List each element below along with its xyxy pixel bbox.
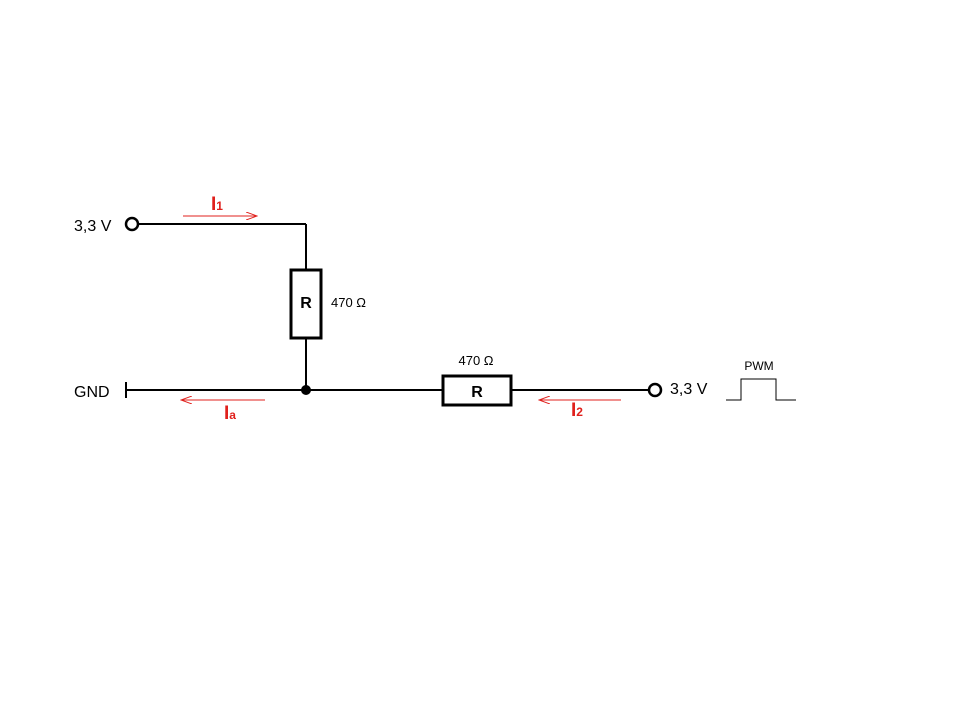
pwm-label: PWM [744,359,773,373]
resistor-vertical-body [289,268,323,340]
resistor-horizontal-body [441,374,513,407]
current-ia-label: Ia [224,403,236,424]
resistor-horizontal-value: 470 Ω [458,353,493,368]
pwm-waveform [726,378,796,401]
current-i2-label: I2 [571,400,583,421]
current-ia: Ia [181,400,265,424]
wires [125,223,648,398]
ground-label: GND [74,384,110,401]
current-i1-label: I1 [211,194,223,215]
resistor-horizontal-letter: R [471,384,483,401]
supply-right-label: 3,3 V [670,381,708,398]
resistor-horizontal: R 470 Ω [441,353,513,407]
resistor-vertical: R 470 Ω [289,268,366,340]
current-i2: I2 [539,400,621,421]
pwm-signal: PWM [726,359,796,401]
supply-top-label: 3,3 V [74,218,112,235]
current-i1: I1 [183,194,257,216]
resistor-vertical-letter: R [300,295,312,312]
terminal-right-supply [647,382,663,398]
terminal-top-supply [124,216,140,232]
junction-node [301,385,311,395]
resistor-vertical-value: 470 Ω [331,295,366,310]
